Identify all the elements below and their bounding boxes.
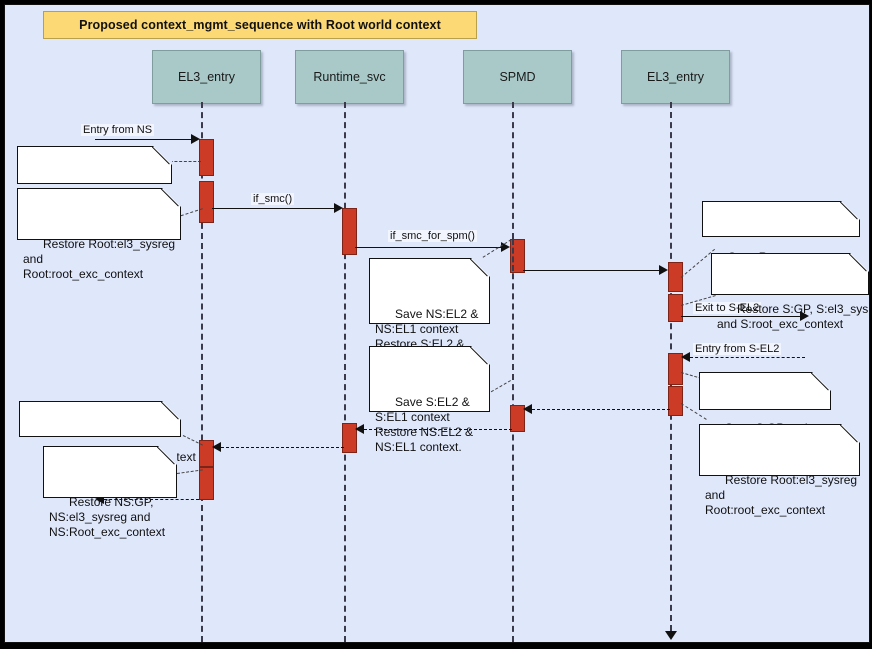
participant-el3-entry-left[interactable]: EL3_entry xyxy=(152,50,261,104)
note-connector-1 xyxy=(165,161,201,162)
message-if-smc-for-spm-label: if_smc_for_spm() xyxy=(388,230,477,242)
note-fold-edge-icon xyxy=(152,146,172,166)
message-entry-from-ns-label: Entry from NS xyxy=(81,124,155,136)
activation-bar-el3-right-1 xyxy=(668,262,683,292)
note-fold-edge-icon xyxy=(849,253,869,273)
message-spmd-to-runtime-arrowhead-icon xyxy=(355,424,364,434)
message-el3-right-to-spmd-line xyxy=(532,409,670,410)
diagram-title-banner: Proposed context_mgmt_sequence with Root… xyxy=(43,11,477,39)
note-text: Restore NS:GP, NS:el3_sysreg and NS:Root… xyxy=(49,495,166,539)
message-entry-from-s-el2-arrowhead-icon xyxy=(681,352,690,362)
message-spmd-to-el3-right-arrowhead-icon xyxy=(659,265,668,275)
message-exit-to-s-el2-label: Exit to S-EL2 xyxy=(693,302,762,314)
message-if-smc-arrowhead-icon xyxy=(334,203,343,213)
activation-bar-el3-right-4 xyxy=(668,386,683,416)
message-el3-right-to-spmd-arrowhead-icon xyxy=(523,404,532,414)
message-el3-left-exit-line xyxy=(104,499,199,500)
activation-bar-el3-right-3 xyxy=(668,353,683,385)
note-restore-ns-gp: Restore NS:GP, NS:el3_sysreg and NS:Root… xyxy=(43,446,177,539)
activation-bar-runtime-2 xyxy=(342,423,357,453)
note-save-s-gp: Save S:GP and S:root_exc_context xyxy=(699,372,831,450)
message-exit-to-s-el2-arrowhead-icon xyxy=(800,311,809,321)
message-if-smc-label: if_smc() xyxy=(251,193,295,205)
activation-bar-el3-left-2 xyxy=(199,181,214,223)
message-spmd-to-runtime-line xyxy=(364,429,512,430)
participant-label: EL3_entry xyxy=(178,70,235,84)
message-entry-from-s-el2-label: Entry from S-EL2 xyxy=(693,343,782,355)
message-if-smc-for-spm-line xyxy=(355,247,501,248)
note-text: Restore S:GP, S:el3_sysreg and S:root_ex… xyxy=(717,302,869,331)
activation-bar-el3-left-1 xyxy=(199,139,214,176)
note-save-s-el2-restore-ns-el2: Save S:EL2 & S:EL1 context Restore NS:EL… xyxy=(369,346,490,454)
message-exit-to-s-el2-line xyxy=(681,316,801,317)
note-save-root-exc-context-right: Save Root:root_exc_context xyxy=(702,201,869,264)
participant-label: SPMD xyxy=(499,70,536,84)
message-if-smc-line xyxy=(212,208,335,209)
note-text: Save S:EL2 & S:EL1 context Restore NS:EL… xyxy=(375,395,474,454)
note-text: Restore Root:el3_sysreg and Root:root_ex… xyxy=(705,473,858,517)
note-restore-root-el3-sysreg: Restore Root:el3_sysreg and Root:root_ex… xyxy=(17,188,181,281)
note-save-root-exc-context-left: Save Root:root_exc_context xyxy=(19,401,196,464)
activation-bar-runtime-1 xyxy=(342,208,357,255)
message-runtime-to-el3-left-line xyxy=(221,447,344,448)
lifeline-el3-entry-left xyxy=(201,102,203,642)
note-fold-edge-icon xyxy=(840,201,860,221)
message-entry-from-ns-arrowhead-icon xyxy=(191,134,200,144)
sequence-diagram-board: Proposed context_mgmt_sequence with Root… xyxy=(4,4,870,643)
message-spmd-to-el3-right-line xyxy=(523,270,660,271)
lifeline-runtime-svc xyxy=(344,102,346,642)
message-if-smc-for-spm-arrowhead-icon xyxy=(501,242,510,252)
message-entry-from-s-el2-line xyxy=(690,357,805,358)
note-restore-s-gp: Restore S:GP, S:el3_sysreg and S:root_ex… xyxy=(711,253,869,331)
note-fold-edge-icon xyxy=(161,401,181,421)
note-fold-edge-icon xyxy=(157,446,177,466)
note-save-ns-el2-restore-s-el2: Save NS:EL2 & NS:EL1 context Restore S:E… xyxy=(369,258,490,366)
lifeline-spmd-overlay xyxy=(512,239,514,271)
note-fold-edge-icon xyxy=(470,346,490,366)
note-fold-edge-icon xyxy=(811,372,831,392)
note-restore-root-el3-sysreg-right: Restore Root:el3_sysreg and Root:root_ex… xyxy=(699,424,860,517)
activation-bar-el3-left-3 xyxy=(199,440,214,467)
activation-bar-el3-left-4 xyxy=(199,467,214,500)
activation-bar-spmd-2 xyxy=(510,405,525,432)
participant-runtime-svc[interactable]: Runtime_svc xyxy=(295,50,404,104)
lifeline-end-arrow-icon xyxy=(665,631,677,640)
participant-label: Runtime_svc xyxy=(313,70,386,84)
note-fold-edge-icon xyxy=(161,188,181,208)
participant-spmd[interactable]: SPMD xyxy=(463,50,572,104)
diagram-title: Proposed context_mgmt_sequence with Root… xyxy=(79,18,441,32)
message-entry-from-ns-line xyxy=(95,139,192,140)
participant-label: EL3_entry xyxy=(647,70,704,84)
message-el3-left-exit-arrowhead-icon xyxy=(95,494,104,504)
participant-el3-entry-right[interactable]: EL3_entry xyxy=(621,50,730,104)
note-fold-edge-icon xyxy=(470,258,490,278)
note-text: Restore Root:el3_sysreg and Root:root_ex… xyxy=(23,237,176,281)
note-fold-edge-icon xyxy=(840,424,860,444)
activation-bar-el3-right-2 xyxy=(668,294,683,322)
note-save-ns-gp: Save NS:GP and NS:Root_exc_context xyxy=(17,146,172,224)
lifeline-spmd xyxy=(512,102,514,642)
message-runtime-to-el3-left-arrowhead-icon xyxy=(212,442,221,452)
